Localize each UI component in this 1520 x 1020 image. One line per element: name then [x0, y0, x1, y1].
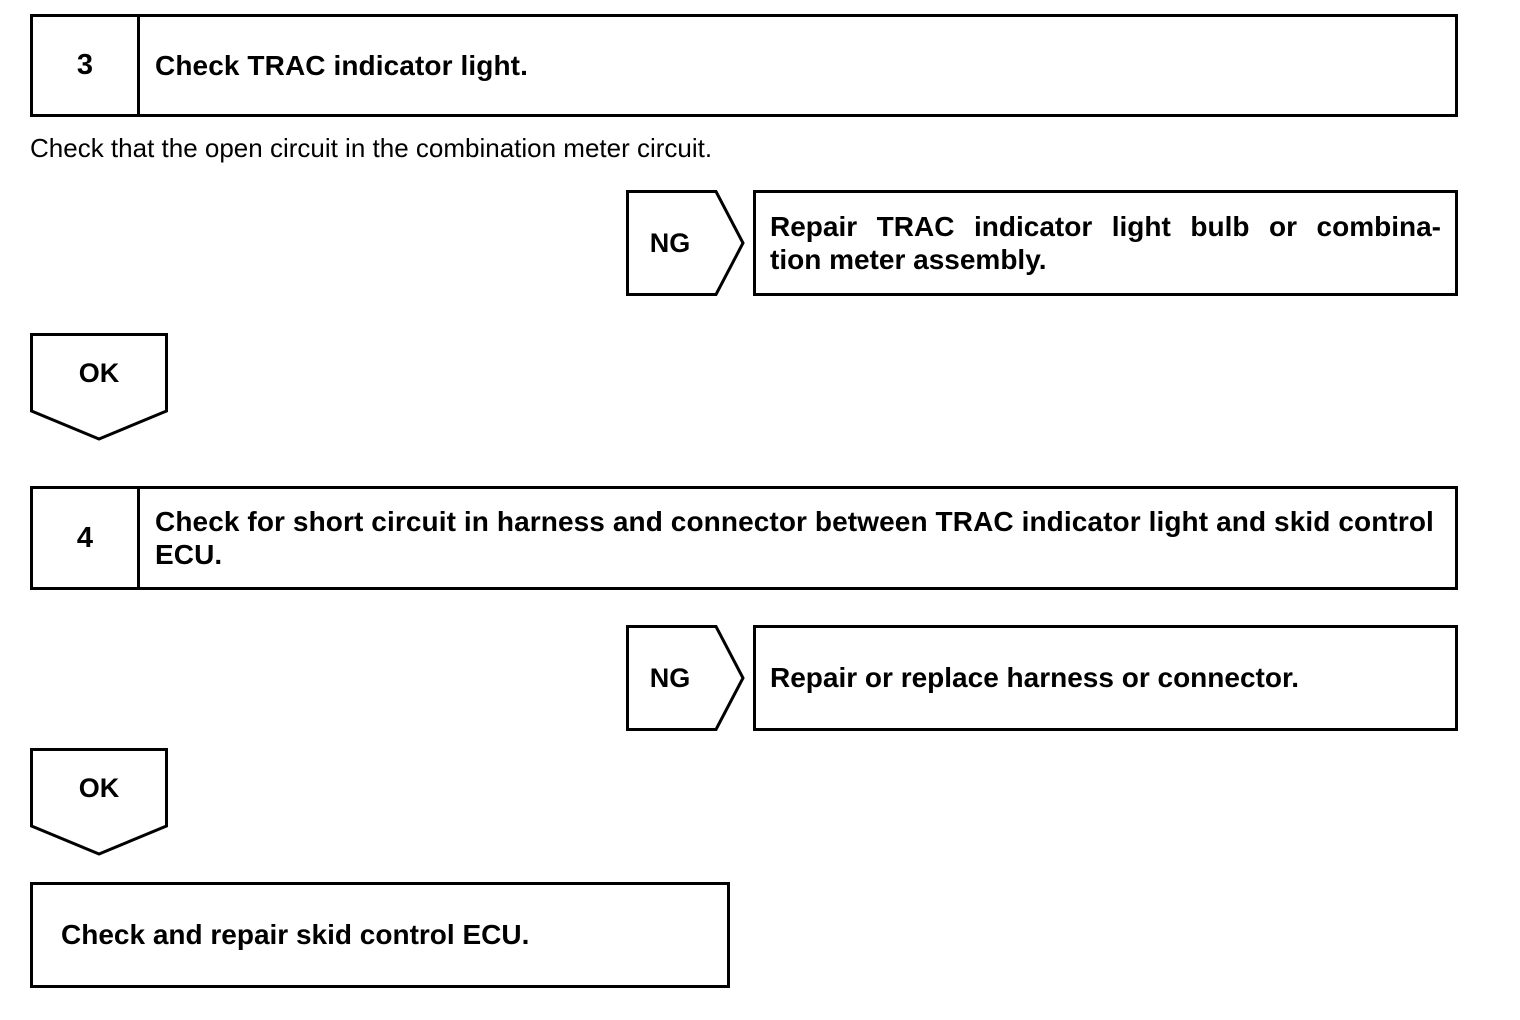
step-3-ng-result-box: Repair TRAC indicator light bulb or comb…	[753, 190, 1458, 296]
step-4-number: 4	[76, 521, 94, 554]
step-3-ng-result-line-2: tion meter assembly.	[770, 244, 1047, 275]
step-4-header-box: 4 Check for short circuit in harness and…	[30, 486, 1458, 590]
step-4-title-line-2: control ECU.	[155, 505, 1434, 570]
step-3-description: Check that the open circuit in the combi…	[30, 133, 713, 163]
final-action-box: Check and repair skid control ECU.	[30, 882, 730, 988]
step-3-title-cell: Check TRAC indicator light.	[140, 17, 1455, 114]
step-3-ok-arrow: OK	[30, 333, 168, 441]
step-4-ng-arrow: NG	[626, 625, 745, 731]
step-4-title: Check for short circuit in harness and c…	[155, 505, 1443, 571]
ng-pentagon-icon	[626, 190, 745, 296]
step-3-header-box: 3 Check TRAC indicator light.	[30, 14, 1458, 117]
step-4-ng-result-text: Repair or replace harness or connector.	[770, 662, 1300, 694]
step-4-title-cell: Check for short circuit in harness and c…	[140, 489, 1455, 587]
ng-pentagon-icon	[626, 625, 745, 731]
step-4-ok-arrow: OK	[30, 748, 168, 856]
step-3-ng-result-line-1: Repair TRAC indicator light bulb or comb…	[770, 210, 1441, 242]
step-4-title-line-1: Check for short circuit in harness and c…	[155, 505, 1331, 537]
ok-pentagon-icon	[30, 748, 168, 856]
step-3-number: 3	[76, 49, 94, 81]
step-3-ng-result-text: Repair TRAC indicator light bulb or comb…	[770, 210, 1441, 276]
step-4-number-cell: 4	[33, 489, 140, 587]
step-3-ng-arrow: NG	[626, 190, 745, 296]
final-action-text: Check and repair skid control ECU.	[61, 919, 530, 951]
step-3-title: Check TRAC indicator light.	[155, 49, 528, 81]
step-4-ng-result-box: Repair or replace harness or connector.	[753, 625, 1458, 731]
ok-pentagon-icon	[30, 333, 168, 441]
step-3-number-cell: 3	[33, 17, 140, 114]
